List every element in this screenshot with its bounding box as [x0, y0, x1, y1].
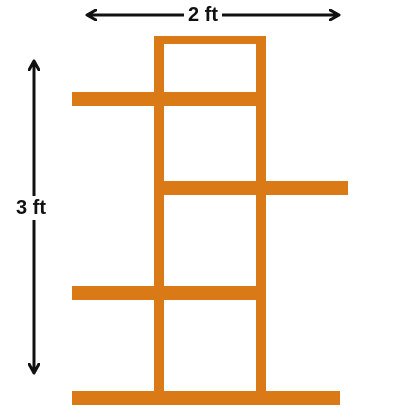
- height-label: 3 ft: [12, 196, 50, 220]
- shelf-board-2: [154, 181, 348, 195]
- frame-right-upright: [256, 36, 266, 398]
- shelf-board-1: [72, 92, 266, 106]
- shelf-base-board: [72, 391, 340, 405]
- width-label: 2 ft: [184, 3, 222, 27]
- frame-top-rail: [154, 36, 266, 44]
- shelf-board-3: [72, 286, 266, 300]
- frame-left-upright: [154, 36, 164, 398]
- shelf-frame: [72, 36, 348, 405]
